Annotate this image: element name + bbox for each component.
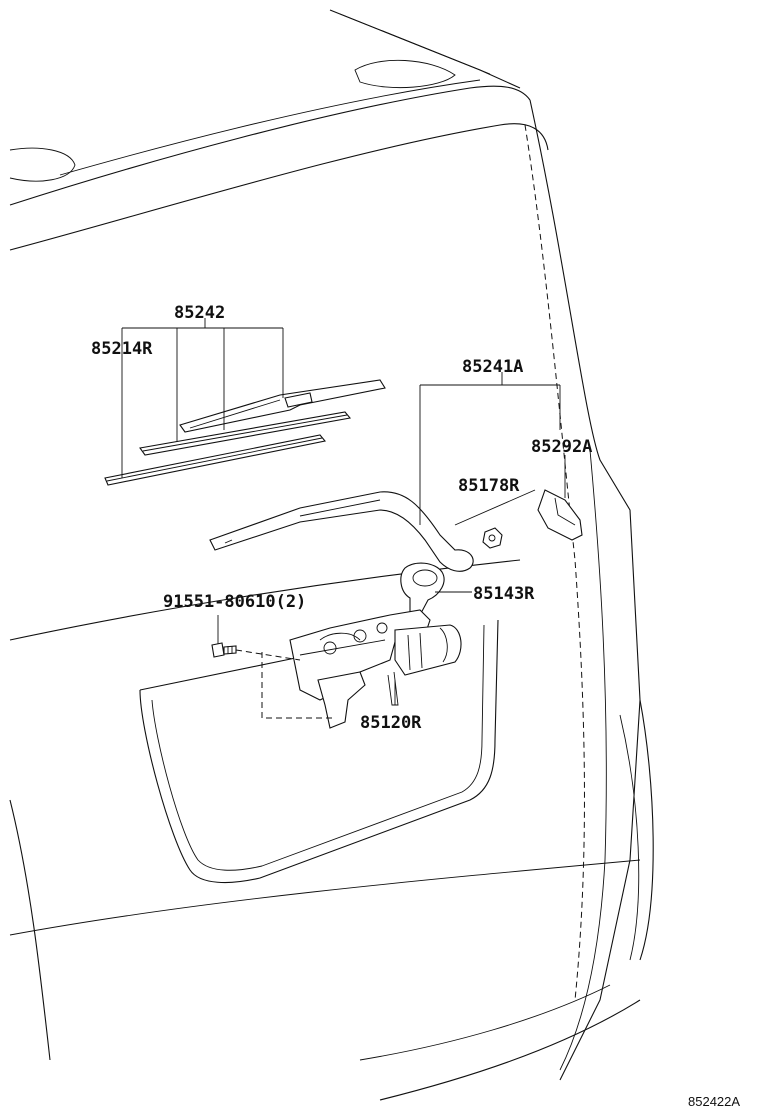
- label-arm: 85241A: [462, 357, 523, 377]
- bolt-part: [211, 642, 237, 658]
- label-blade-assembly: 85242: [174, 303, 225, 323]
- part-labels: 85242 85214R 85241A 85292A 85178R 85143R…: [91, 303, 740, 1109]
- label-pivot-cap: 85143R: [473, 584, 535, 604]
- label-head-cap: 85292A: [531, 437, 592, 457]
- label-motor: 85120R: [360, 713, 422, 733]
- label-bolt: 91551-80610(2): [163, 592, 306, 612]
- wiper-head-cap: [537, 489, 583, 541]
- wiper-motor: [289, 609, 462, 729]
- wiper-arm: [209, 491, 474, 572]
- wiper-blade-rubber: [139, 411, 352, 456]
- label-nut: 85178R: [458, 476, 520, 496]
- leader-lines: [121, 318, 566, 719]
- wiper-blade-assembly: [179, 379, 386, 433]
- pivot-cap: [400, 562, 445, 616]
- wiper-blade-lower: [104, 434, 327, 486]
- label-blade-rubber: 85214R: [91, 339, 153, 359]
- nut-part: [482, 527, 503, 549]
- figure-code: 852422A: [688, 1094, 740, 1109]
- vehicle-body-outline: [9, 9, 654, 1101]
